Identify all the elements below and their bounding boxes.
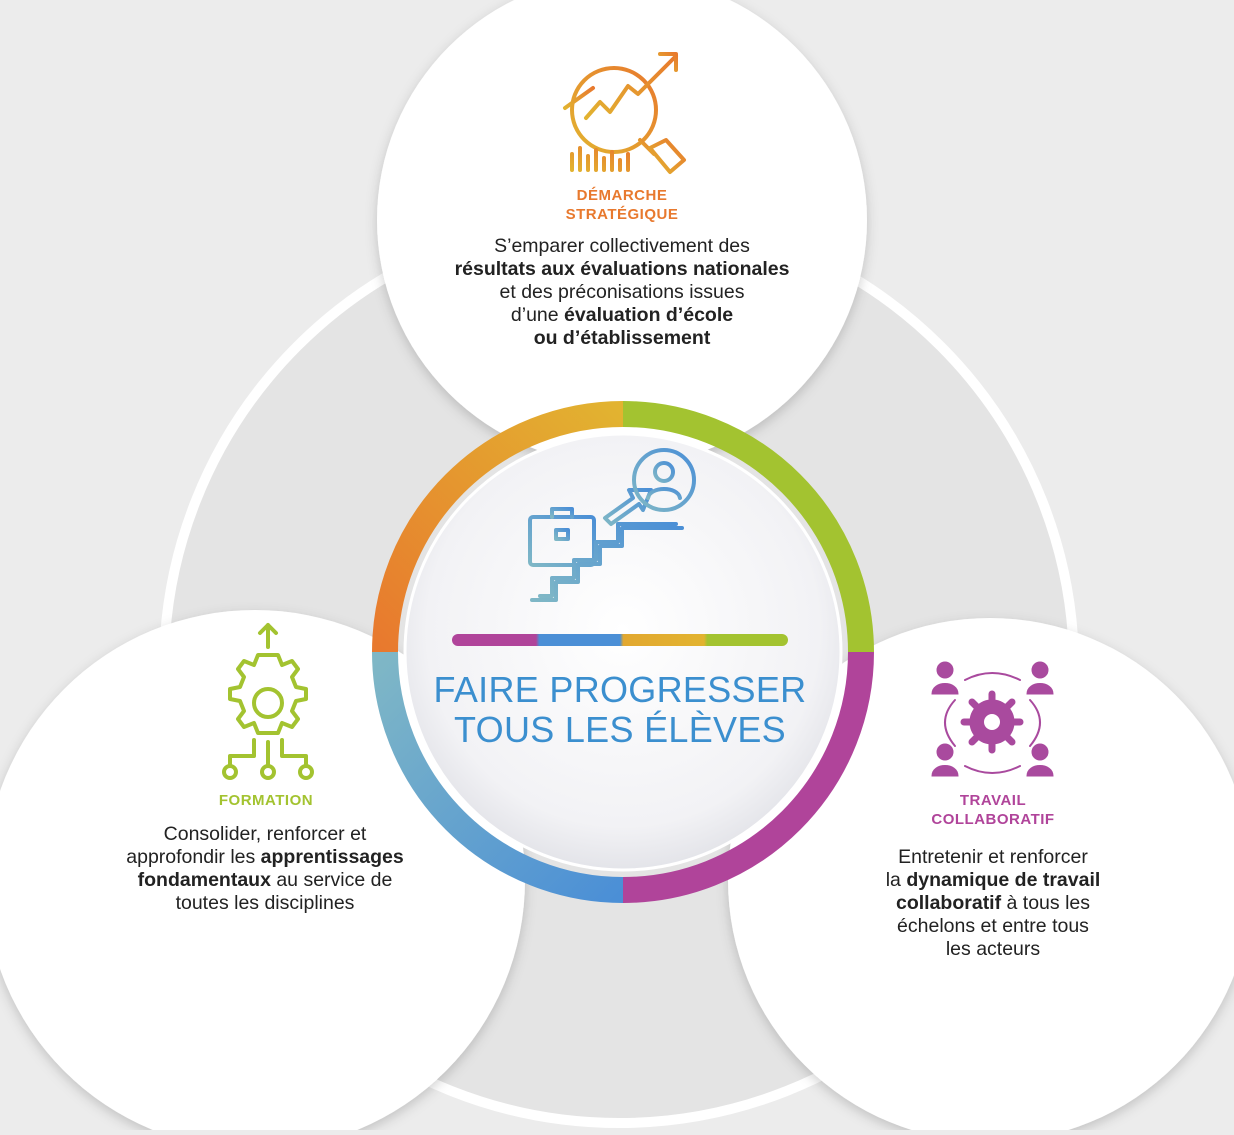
demarche-heading: DÉMARCHE STRATÉGIQUE <box>522 186 722 224</box>
bold-run: résultats aux évaluations nationales <box>454 258 790 280</box>
bold-run: ou d’établissement <box>533 327 711 349</box>
travail-text-line: les acteurs <box>808 938 1178 961</box>
team-gear-icon <box>931 661 1054 777</box>
bold-run: collaboratif <box>896 892 1002 914</box>
formation-text-line: toutes les disciplines <box>55 892 475 915</box>
travail-heading-line: COLLABORATIF <box>931 811 1055 828</box>
text-run: au service de <box>270 869 393 891</box>
demarche-text-line: S’emparer collectivement des <box>392 235 852 258</box>
center-title-line: TOUS LES ÉLÈVES <box>454 709 786 750</box>
formation-text-line: approfondir les apprentissages <box>55 846 475 869</box>
travail-text-line: la dynamique de travail <box>808 869 1178 892</box>
text-run: et des préconisations issues <box>499 281 745 303</box>
demarche-text-line: et des préconisations issues <box>392 281 852 304</box>
text-run: approfondir les <box>126 846 261 868</box>
text-run: à tous les <box>1001 892 1090 914</box>
demarche-text-line: d’une évaluation d’école <box>392 304 852 327</box>
bold-run: apprentissages <box>260 846 404 868</box>
center-color-bar <box>452 634 788 646</box>
demarche-heading-line: STRATÉGIQUE <box>565 206 679 223</box>
bold-run: fondamentaux <box>137 869 271 891</box>
ring-segment <box>372 651 624 903</box>
formation-text-line: fondamentaux au service de <box>55 869 475 892</box>
center-ring <box>372 401 874 903</box>
text-run: toutes les disciplines <box>175 892 355 914</box>
demarche-text-line: résultats aux évaluations nationales <box>392 258 852 281</box>
text-run: S’emparer collectivement des <box>494 235 750 257</box>
text-run: les acteurs <box>945 938 1041 960</box>
bold-run: dynamique de travail <box>906 869 1101 891</box>
travail-heading-line: TRAVAIL <box>959 792 1027 809</box>
formation-text-line: Consolider, renforcer et <box>55 823 475 846</box>
gear-network-icon <box>222 623 314 780</box>
briefcase-stairs-person-icon <box>528 448 696 602</box>
ring-segment <box>622 401 874 653</box>
text-run: la <box>885 869 907 891</box>
travail-text-line: collaboratif à tous les <box>808 892 1178 915</box>
text-run: d’une <box>510 304 565 326</box>
formation-heading: FORMATION <box>176 791 356 810</box>
demarche-heading-line: DÉMARCHE <box>576 187 668 204</box>
center-title-line: FAIRE PROGRESSER <box>433 669 807 710</box>
ring-segment <box>372 401 624 653</box>
text-run: Entretenir et renforcer <box>898 846 1088 868</box>
bold-run: évaluation d’école <box>564 304 734 326</box>
formation-heading-line: FORMATION <box>218 792 314 809</box>
travail-text-line: Entretenir et renforcer <box>808 846 1178 869</box>
travail-heading: TRAVAIL COLLABORATIF <box>893 791 1093 829</box>
text-run: Consolider, renforcer et <box>163 823 367 845</box>
center-title: FAIRE PROGRESSER TOUS LES ÉLÈVES <box>400 670 840 750</box>
chart-growth-magnifier-icon <box>563 52 686 174</box>
center-disc <box>403 432 843 872</box>
ring-segment <box>622 651 874 903</box>
demarche-text-line: ou d’établissement <box>392 327 852 350</box>
travail-text-line: échelons et entre tous <box>808 915 1178 938</box>
circle-demarche <box>377 0 867 465</box>
text-run: échelons et entre tous <box>897 915 1089 937</box>
